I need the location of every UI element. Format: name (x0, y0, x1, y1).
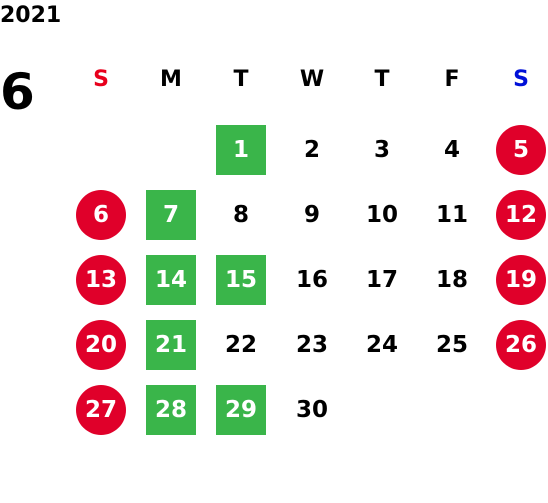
marked-day-cell[interactable]: 1 (215, 125, 267, 175)
day-cell[interactable]: 16 (286, 255, 338, 305)
marked-day-cell[interactable]: 28 (145, 385, 197, 435)
day-number: 27 (84, 397, 117, 423)
holiday-day-cell[interactable]: 26 (495, 320, 547, 370)
day-number: 23 (295, 332, 328, 358)
day-number: 22 (224, 332, 257, 358)
holiday-day-cell[interactable]: 12 (495, 190, 547, 240)
day-cell[interactable]: 4 (426, 125, 478, 175)
day-number: 3 (373, 137, 390, 163)
holiday-day-cell[interactable]: 5 (495, 125, 547, 175)
day-cell[interactable]: 2 (286, 125, 338, 175)
day-cell[interactable]: 3 (356, 125, 408, 175)
holiday-day-cell[interactable]: 20 (75, 320, 127, 370)
day-number: 10 (365, 202, 398, 228)
weekday-tuesday: T (233, 67, 249, 92)
day-number: 26 (504, 332, 537, 358)
weekday-friday: F (444, 67, 460, 92)
day-number: 18 (435, 267, 468, 293)
day-number: 20 (84, 332, 117, 358)
day-number: 17 (365, 267, 398, 293)
weekday-thursday: T (374, 67, 390, 92)
month-label: 6 (0, 63, 35, 121)
day-cell[interactable]: 8 (215, 190, 267, 240)
day-number: 28 (154, 397, 187, 423)
day-cell[interactable]: 11 (426, 190, 478, 240)
holiday-day-cell[interactable]: 27 (75, 385, 127, 435)
day-number: 16 (295, 267, 328, 293)
marked-day-cell[interactable]: 15 (215, 255, 267, 305)
day-number: 30 (295, 397, 328, 423)
day-cell[interactable]: 23 (286, 320, 338, 370)
day-number: 4 (443, 137, 460, 163)
marked-day-cell[interactable]: 21 (145, 320, 197, 370)
day-cell[interactable]: 30 (286, 385, 338, 435)
day-cell[interactable]: 25 (426, 320, 478, 370)
day-number: 12 (504, 202, 537, 228)
day-number: 8 (232, 202, 249, 228)
day-number: 15 (224, 267, 257, 293)
day-number: 5 (512, 137, 529, 163)
holiday-day-cell[interactable]: 19 (495, 255, 547, 305)
holiday-day-cell[interactable]: 13 (75, 255, 127, 305)
day-number: 7 (162, 202, 179, 228)
marked-day-cell[interactable]: 7 (145, 190, 197, 240)
weekday-wednesday: W (299, 67, 325, 92)
day-cell[interactable]: 9 (286, 190, 338, 240)
day-number: 6 (92, 202, 109, 228)
day-cell[interactable]: 10 (356, 190, 408, 240)
day-number: 13 (84, 267, 117, 293)
day-number: 19 (504, 267, 537, 293)
year-label: 2021 (0, 3, 62, 28)
day-number: 29 (224, 397, 257, 423)
day-cell[interactable]: 24 (356, 320, 408, 370)
day-number: 1 (232, 137, 249, 163)
marked-day-cell[interactable]: 29 (215, 385, 267, 435)
day-number: 21 (154, 332, 187, 358)
day-number: 14 (154, 267, 187, 293)
day-number: 11 (435, 202, 468, 228)
day-cell[interactable]: 22 (215, 320, 267, 370)
day-cell[interactable]: 17 (356, 255, 408, 305)
day-number: 9 (303, 202, 320, 228)
day-number: 25 (435, 332, 468, 358)
weekday-saturday: S (513, 67, 529, 92)
holiday-day-cell[interactable]: 6 (75, 190, 127, 240)
weekday-sunday: S (93, 67, 109, 92)
day-cell[interactable]: 18 (426, 255, 478, 305)
marked-day-cell[interactable]: 14 (145, 255, 197, 305)
day-number: 2 (303, 137, 320, 163)
day-number: 24 (365, 332, 398, 358)
weekday-monday: M (160, 67, 182, 92)
